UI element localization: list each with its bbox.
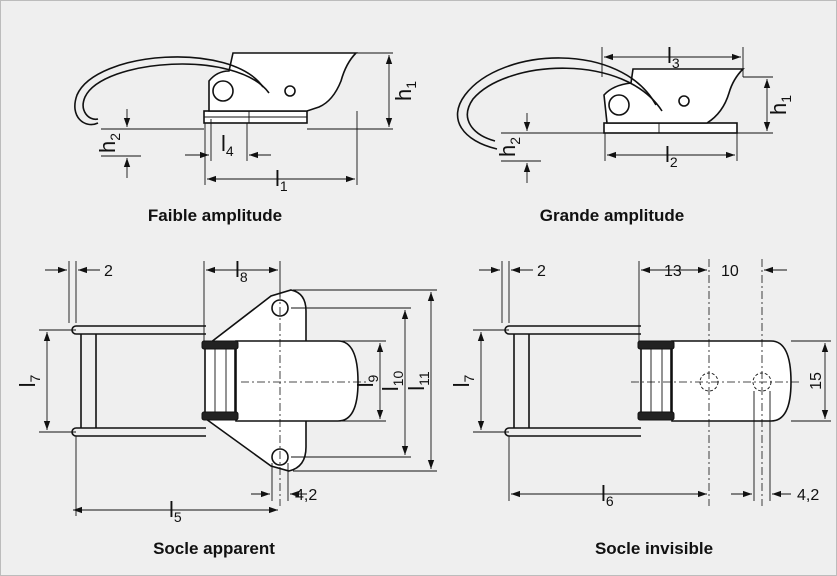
dim-l10: l10 xyxy=(378,371,406,392)
dim-l7-right: l7 xyxy=(449,374,477,387)
dim-h1-left: h1 xyxy=(391,81,419,101)
rivet-hole xyxy=(284,85,296,97)
hook-wire xyxy=(456,57,657,150)
view-faible-amplitude xyxy=(74,52,393,185)
dim-l5: l5 xyxy=(169,497,182,525)
latch-body xyxy=(208,52,358,112)
dim-15: 15 xyxy=(808,372,825,390)
latch-body xyxy=(603,68,745,124)
dim-l4: l4 xyxy=(221,131,234,159)
mount-hole-top xyxy=(271,299,289,317)
dim-2-left: 2 xyxy=(104,263,113,280)
base-plate xyxy=(603,122,738,134)
hook-wire xyxy=(74,56,264,126)
wire-loop xyxy=(71,325,206,335)
dim-l8: l8 xyxy=(235,257,248,285)
dim-10: 10 xyxy=(721,263,739,280)
dim-h1-right: h1 xyxy=(766,95,794,115)
caption-socle-invisible: Socle invisible xyxy=(595,539,713,558)
dim-2-right: 2 xyxy=(537,263,546,280)
dim-hole-right: 4,2 xyxy=(797,487,819,504)
hinge-block xyxy=(204,346,236,415)
dim-l9: l9 xyxy=(353,374,381,387)
caption-socle-apparent: Socle apparent xyxy=(153,539,275,558)
dim-l7-left: l7 xyxy=(15,374,43,387)
hinge-block xyxy=(640,346,672,415)
caption-grande-amplitude: Grande amplitude xyxy=(540,206,685,225)
dim-l2: l2 xyxy=(665,142,678,170)
dim-l3: l3 xyxy=(667,43,680,71)
rivet-hole xyxy=(678,95,690,107)
view-socle-invisible xyxy=(473,259,831,506)
dim-l11: l11 xyxy=(404,371,432,391)
dim-13: 13 xyxy=(664,263,682,280)
pivot-circle xyxy=(212,80,234,102)
wire-loop xyxy=(504,325,641,335)
dim-l6: l6 xyxy=(601,481,614,509)
lever xyxy=(235,340,359,422)
dim-h2-left: h2 xyxy=(95,133,123,153)
mount-hole-bottom xyxy=(271,448,289,466)
view-socle-apparent xyxy=(39,261,437,516)
dim-l1: l1 xyxy=(275,166,288,194)
dim-h2-right: h2 xyxy=(495,137,523,157)
pivot-circle xyxy=(608,94,630,116)
lever xyxy=(671,340,792,422)
view-grande-amplitude xyxy=(456,47,773,183)
caption-faible-amplitude: Faible amplitude xyxy=(148,206,282,225)
dim-hole-left: 4,2 xyxy=(295,487,317,504)
